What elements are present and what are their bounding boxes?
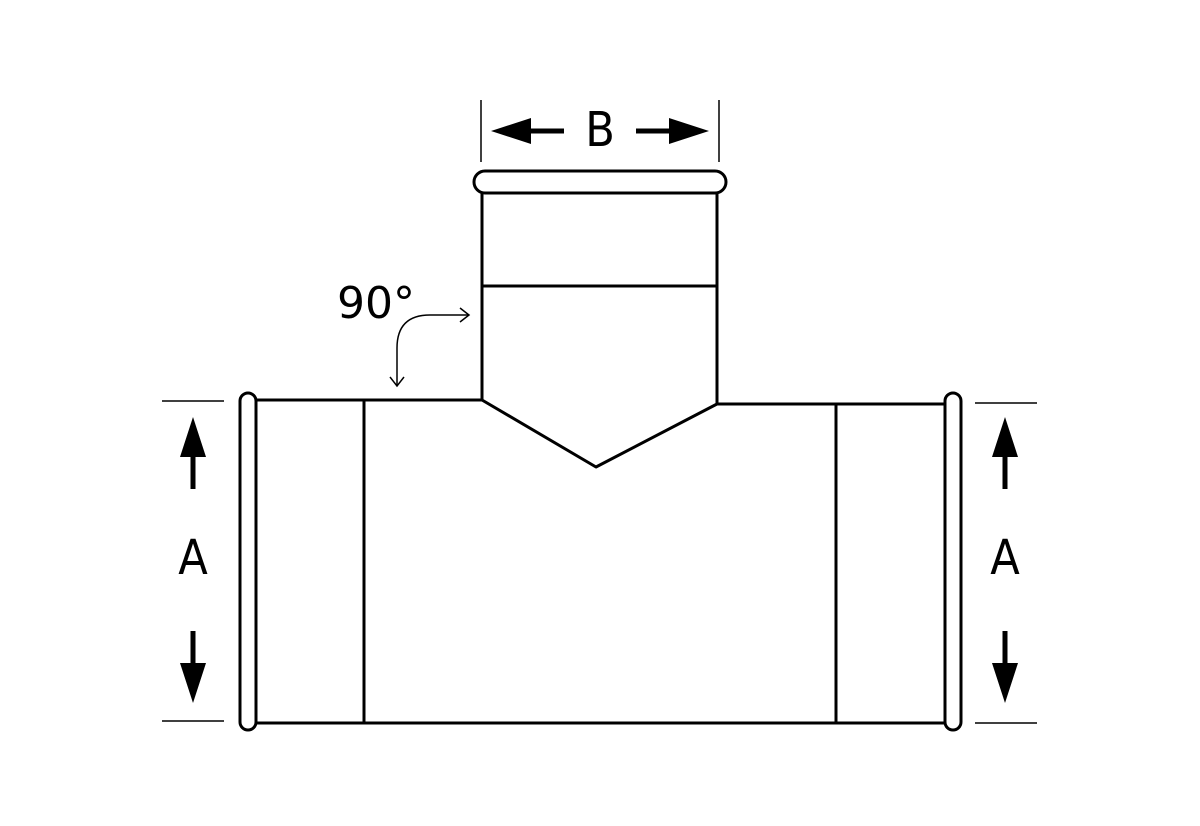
dimension-a-right-up-arrow-head bbox=[992, 417, 1018, 457]
dimension-b-left-arrow-head bbox=[491, 118, 531, 144]
run-right-end-collar bbox=[943, 391, 963, 732]
dimension-a-left-down-arrow-head bbox=[180, 663, 206, 703]
dimension-b: B bbox=[480, 100, 720, 162]
dimension-a-left: A bbox=[162, 400, 224, 722]
tee-branch bbox=[472, 169, 728, 404]
dimension-a-left-up-arrow-head bbox=[180, 417, 206, 457]
dimension-a-right: A bbox=[975, 402, 1037, 724]
run-outline bbox=[254, 398, 947, 725]
dimension-b-label: B bbox=[585, 102, 615, 158]
angle-arrow-head-down bbox=[389, 376, 405, 388]
run-left-end-collar bbox=[238, 391, 258, 732]
angle-curved-arrow-line bbox=[396, 314, 468, 385]
tee-run-body bbox=[238, 391, 963, 732]
angle-annotation: 90° bbox=[337, 278, 471, 388]
dimension-a-right-label: A bbox=[990, 530, 1020, 586]
angle-arrow-head-right bbox=[459, 307, 471, 323]
dimension-a-right-down-arrow-head bbox=[992, 663, 1018, 703]
dimension-a-left-label: A bbox=[178, 530, 208, 586]
branch-end-collar bbox=[472, 169, 728, 195]
angle-label: 90° bbox=[337, 278, 415, 329]
dimension-b-right-arrow-head bbox=[669, 118, 709, 144]
